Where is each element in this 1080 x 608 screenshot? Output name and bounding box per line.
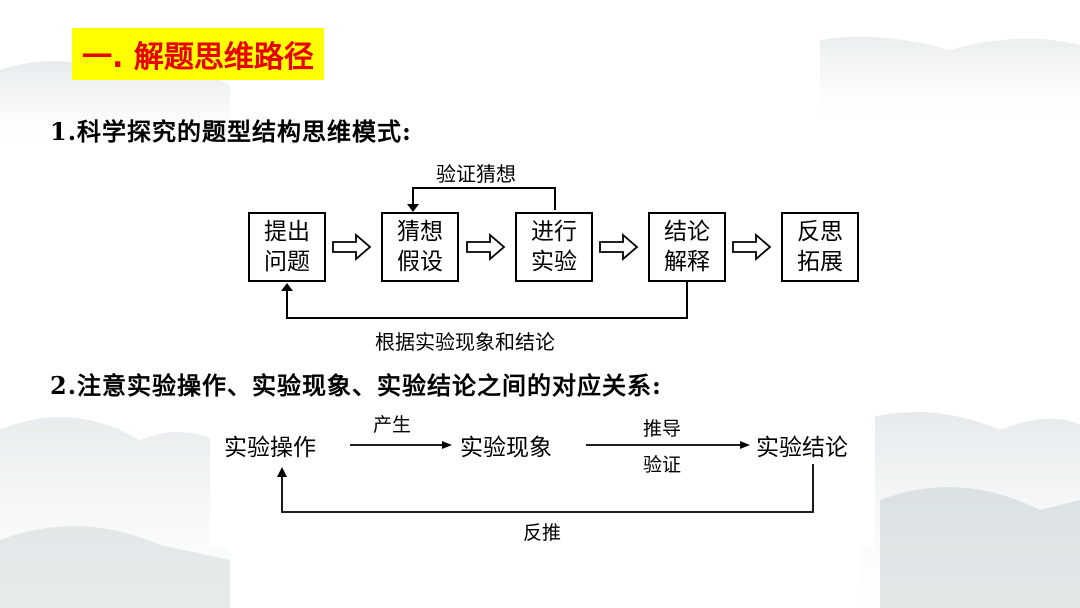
verify-hypothesis-label: 验证猜想: [436, 162, 516, 186]
inquiry-flow-diagram: 验证猜想 提出 问题 猜想 假设 进行 实验 结论 解释 反思 拓展 根据实验现…: [230, 150, 890, 360]
arrow-deduce-head: [740, 441, 750, 449]
flow-arrow-1: [332, 233, 372, 261]
box-line: 反思: [797, 219, 843, 245]
box-hypothesis: 猜想 假设: [381, 212, 459, 282]
arrow-produce-head: [442, 441, 452, 449]
flow-connectors: [281, 187, 772, 319]
box-conclusion: 结论 解释: [648, 212, 726, 282]
node-operation: 实验操作: [224, 435, 316, 461]
flow-arrow-4: [732, 233, 772, 261]
box-line: 提出: [264, 219, 310, 245]
arrow-verify-label: 验证: [643, 454, 682, 476]
phenomenon-conclusion-label: 根据实验现象和结论: [375, 330, 555, 354]
box-ask-question: 提出 问题: [248, 212, 326, 282]
box-line: 进行: [531, 219, 577, 245]
box-line: 结论: [664, 219, 710, 245]
box-reflection: 反思 拓展: [781, 212, 859, 282]
relationship-diagram: 实验操作 实验现象 实验结论 产生 推导 验证 反推: [210, 402, 875, 547]
box-experiment: 进行 实验: [515, 212, 593, 282]
loop-bottom-arrowhead: [281, 283, 293, 291]
section-title-badge: 一. 解题思维路径: [72, 28, 324, 80]
node-phenomenon: 实验现象: [460, 435, 552, 461]
arrow-deduce-label: 推导: [643, 418, 682, 440]
box-line: 假设: [397, 249, 443, 275]
box-line: 解释: [664, 249, 710, 275]
box-line: 拓展: [797, 249, 843, 275]
flow-arrow-3: [599, 233, 639, 261]
box-line: 问题: [264, 249, 310, 275]
relationship-connectors: [277, 441, 814, 513]
heading-1: 1.科学探究的题型结构思维模式:: [50, 117, 412, 146]
node-conclusion: 实验结论: [756, 435, 848, 461]
feedback-label: 反推: [523, 522, 562, 544]
loop-top-arrowhead: [407, 204, 419, 212]
box-line: 猜想: [397, 219, 443, 245]
arrow-feedback-head: [277, 467, 287, 477]
flow-arrow-2: [466, 233, 506, 261]
box-line: 实验: [531, 249, 577, 275]
heading-2: 2.注意实验操作、实验现象、实验结论之间的对应关系:: [50, 371, 662, 400]
arrow-produce-label: 产生: [373, 414, 412, 436]
